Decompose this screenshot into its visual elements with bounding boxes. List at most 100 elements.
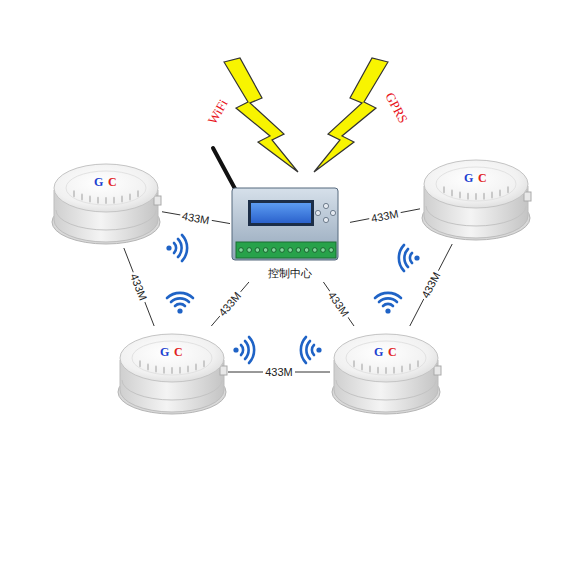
terminal-screw bbox=[247, 248, 252, 253]
detector-vent bbox=[393, 368, 395, 373]
detector-vent bbox=[105, 198, 107, 203]
wifi-dot bbox=[177, 308, 182, 313]
wifi-icon bbox=[167, 293, 193, 314]
detector-groove bbox=[122, 380, 222, 400]
smoke-detector-drawing bbox=[50, 156, 162, 248]
wifi-arc bbox=[182, 235, 187, 261]
smoke-detector-drawing bbox=[420, 152, 532, 244]
wifi-icon bbox=[301, 337, 322, 363]
detector-tab bbox=[220, 366, 227, 375]
detector-vent bbox=[137, 191, 139, 196]
terminal-screw bbox=[255, 248, 260, 253]
detector-cover bbox=[334, 334, 438, 382]
brand-letter: C bbox=[174, 346, 183, 358]
terminal-screw bbox=[280, 248, 285, 253]
wifi-arc bbox=[167, 293, 193, 298]
detector-tab bbox=[154, 196, 161, 205]
detector-vent bbox=[499, 191, 501, 196]
smoke-detector: GC bbox=[420, 152, 532, 244]
detector-vent bbox=[147, 365, 149, 370]
wifi-arc bbox=[379, 298, 397, 302]
terminal-screw bbox=[296, 248, 301, 253]
wifi-arc bbox=[245, 341, 249, 359]
brand-letter: G bbox=[464, 172, 473, 184]
terminal-screw bbox=[313, 248, 318, 253]
detector-vent bbox=[459, 193, 461, 198]
detector-ring bbox=[132, 341, 212, 375]
brand-letter: G bbox=[160, 346, 169, 358]
wifi-arc bbox=[171, 298, 189, 302]
link-label: 433M bbox=[418, 268, 443, 302]
detector-cover bbox=[54, 164, 158, 212]
detector-ring bbox=[436, 167, 516, 201]
detector-vent bbox=[171, 368, 173, 373]
wifi-dot bbox=[316, 347, 321, 352]
lcd-bezel bbox=[248, 200, 314, 226]
smoke-detector: GC bbox=[116, 326, 228, 418]
wifi-arc bbox=[249, 337, 254, 363]
device-label: 控制中心 bbox=[230, 267, 350, 281]
detector-vent bbox=[187, 367, 189, 372]
control-unit-drawing bbox=[230, 186, 342, 264]
detector-vent bbox=[483, 194, 485, 199]
link-line bbox=[211, 282, 249, 326]
wifi-arc bbox=[410, 253, 412, 263]
radio-link bbox=[410, 244, 452, 326]
wifi-arc bbox=[383, 304, 393, 306]
wifi-bolt bbox=[224, 58, 298, 172]
detector-vent bbox=[139, 361, 141, 366]
detector-vent bbox=[491, 193, 493, 198]
detector-ring bbox=[346, 341, 426, 375]
gprs-bolt bbox=[314, 58, 388, 172]
link-label: 433M bbox=[263, 366, 295, 378]
detector-vent bbox=[443, 187, 445, 192]
wifi-arc bbox=[312, 345, 314, 355]
wifi-arc bbox=[175, 304, 185, 306]
detector-vent bbox=[163, 368, 165, 373]
smoke-detector-drawing bbox=[116, 326, 228, 418]
control-button bbox=[330, 210, 335, 215]
radio-link bbox=[323, 282, 354, 326]
wifi-dot bbox=[414, 255, 419, 260]
smoke-detector: GC bbox=[50, 156, 162, 248]
brand-letter: G bbox=[94, 176, 103, 188]
detector-groove bbox=[426, 206, 526, 226]
detector-vent bbox=[73, 191, 75, 196]
detector-groove bbox=[56, 210, 156, 230]
detector-vent bbox=[507, 187, 509, 192]
wifi-arc bbox=[375, 293, 401, 298]
detector-vent bbox=[451, 191, 453, 196]
brand-letter: C bbox=[388, 346, 397, 358]
detector-vent bbox=[179, 368, 181, 373]
brand-letter: C bbox=[478, 172, 487, 184]
control-button bbox=[323, 217, 328, 222]
control-button bbox=[315, 210, 320, 215]
link-line bbox=[124, 248, 154, 326]
wifi-icon bbox=[375, 293, 401, 314]
detector-vent bbox=[353, 361, 355, 366]
wifi-dot bbox=[233, 347, 238, 352]
lcd-screen bbox=[251, 203, 311, 223]
wifi-arc bbox=[174, 243, 176, 253]
wifi-icon bbox=[166, 235, 187, 261]
detector-vent bbox=[401, 367, 403, 372]
link-label: 433M bbox=[215, 288, 245, 320]
link-line bbox=[410, 244, 452, 326]
wifi-dot bbox=[385, 308, 390, 313]
smoke-detector: GC bbox=[330, 326, 442, 418]
detector-vent bbox=[385, 368, 387, 373]
detector-tab bbox=[434, 366, 441, 375]
detector-cover bbox=[424, 160, 528, 208]
brand-letter: C bbox=[108, 176, 117, 188]
wifi-arc bbox=[241, 345, 243, 355]
link-label: 433M bbox=[368, 207, 401, 225]
link-label: 433M bbox=[128, 270, 151, 304]
control-button bbox=[323, 203, 328, 208]
detector-vent bbox=[195, 365, 197, 370]
link-line bbox=[323, 282, 354, 326]
terminal-screw bbox=[321, 248, 326, 253]
wifi-arc bbox=[301, 337, 306, 363]
wifi-arc bbox=[306, 341, 310, 359]
